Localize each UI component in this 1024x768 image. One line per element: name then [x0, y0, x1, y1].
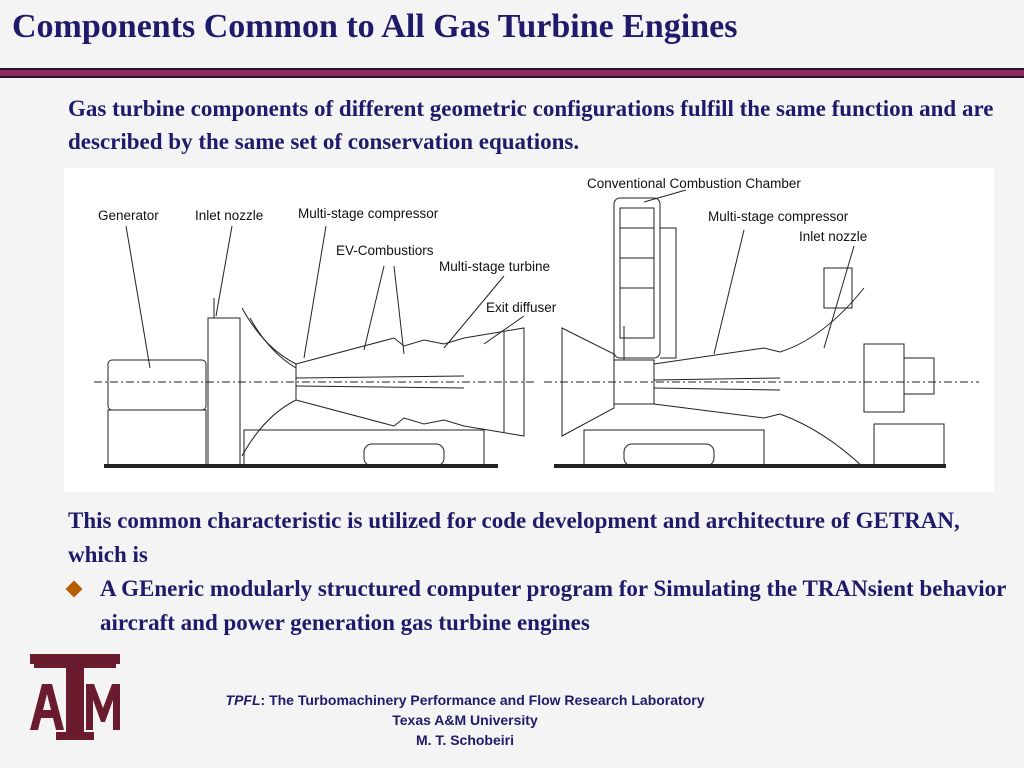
label-inlet-nozzle-right: Inlet nozzle: [799, 229, 868, 244]
intro-text: Gas turbine components of different geom…: [68, 96, 994, 154]
label-inlet-nozzle-left: Inlet nozzle: [195, 208, 264, 223]
footer-lab-line: TPFL: The Turbomachinery Performance and…: [150, 690, 780, 710]
footer-author: M. T. Schobeiri: [415, 732, 514, 748]
footer-lab-abbrev: TPFL: [225, 692, 261, 708]
label-compressor-right: Multi-stage compressor: [708, 209, 849, 224]
label-ev-combustors: EV-Combustiors: [336, 243, 434, 258]
diamond-bullet-icon: [65, 580, 83, 598]
footer: TPFL: The Turbomachinery Performance and…: [150, 690, 780, 750]
atm-logo: [30, 654, 120, 740]
label-combustion-chamber: Conventional Combustion Chamber: [587, 176, 801, 191]
slide-title: Components Common to All Gas Turbine Eng…: [12, 8, 738, 45]
footer-lab-name: : The Turbomachinery Performance and Flo…: [260, 692, 705, 708]
label-exit-diffuser: Exit diffuser: [486, 300, 557, 315]
title-divider: [0, 68, 1024, 78]
footer-university: Texas A&M University: [392, 712, 538, 728]
label-turbine: Multi-stage turbine: [439, 259, 551, 274]
bullet-text: A GEneric modularly structured computer …: [100, 576, 1006, 635]
engine-drawing: [94, 189, 979, 469]
body-text: This common characteristic is utilized f…: [68, 508, 960, 567]
label-generator: Generator: [98, 208, 159, 223]
label-compressor-left: Multi-stage compressor: [298, 206, 439, 221]
engine-diagram: Generator Inlet nozzle Multi-stage compr…: [64, 168, 994, 492]
